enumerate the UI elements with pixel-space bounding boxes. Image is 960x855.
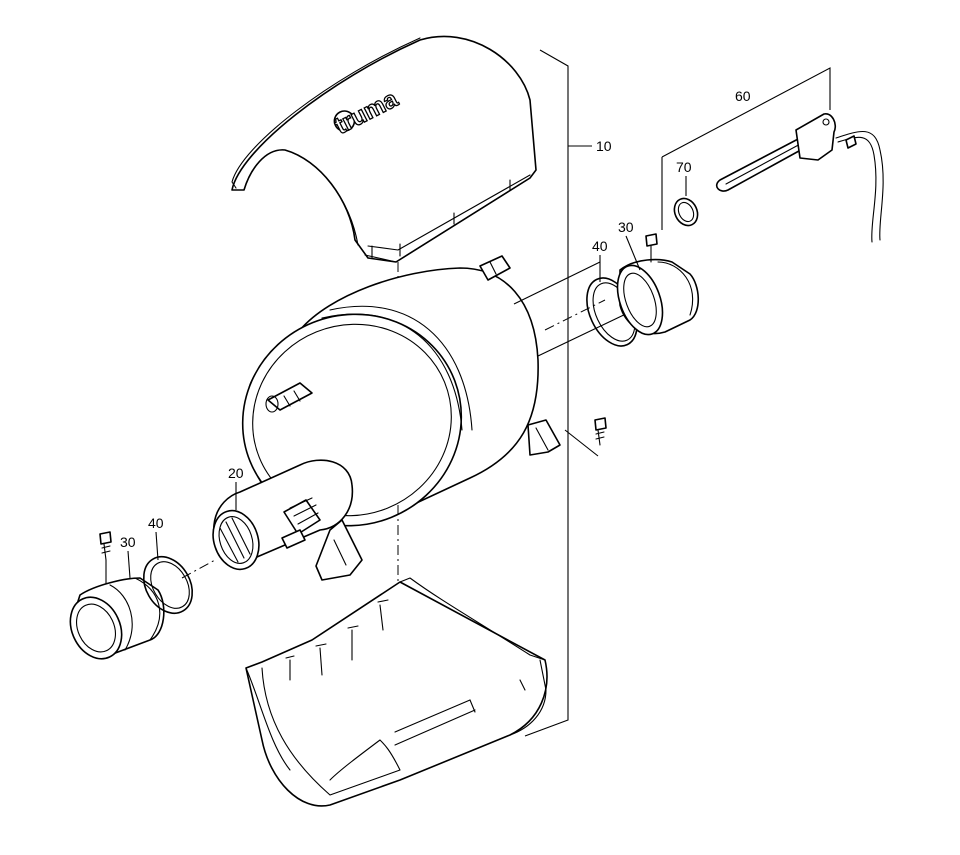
top-cover: truma	[231, 35, 537, 263]
callout-70: 70	[676, 159, 692, 175]
callout-20: 20	[228, 465, 244, 481]
callout-30-left: 30	[120, 534, 136, 550]
bottom-cover	[245, 577, 548, 807]
bracket-10	[524, 49, 592, 737]
o-ring-70	[673, 176, 699, 227]
right-flange	[616, 233, 700, 336]
tank-body	[212, 255, 561, 581]
left-screw	[99, 531, 112, 590]
callout-10: 10	[596, 138, 612, 154]
heating-element-60	[661, 67, 884, 243]
screw-right-foot	[564, 417, 607, 457]
left-flange	[69, 577, 165, 660]
callout-40-right: 40	[592, 238, 608, 254]
callout-60: 60	[735, 88, 751, 104]
callout-40-left: 40	[148, 515, 164, 531]
callout-30-right: 30	[618, 219, 634, 235]
